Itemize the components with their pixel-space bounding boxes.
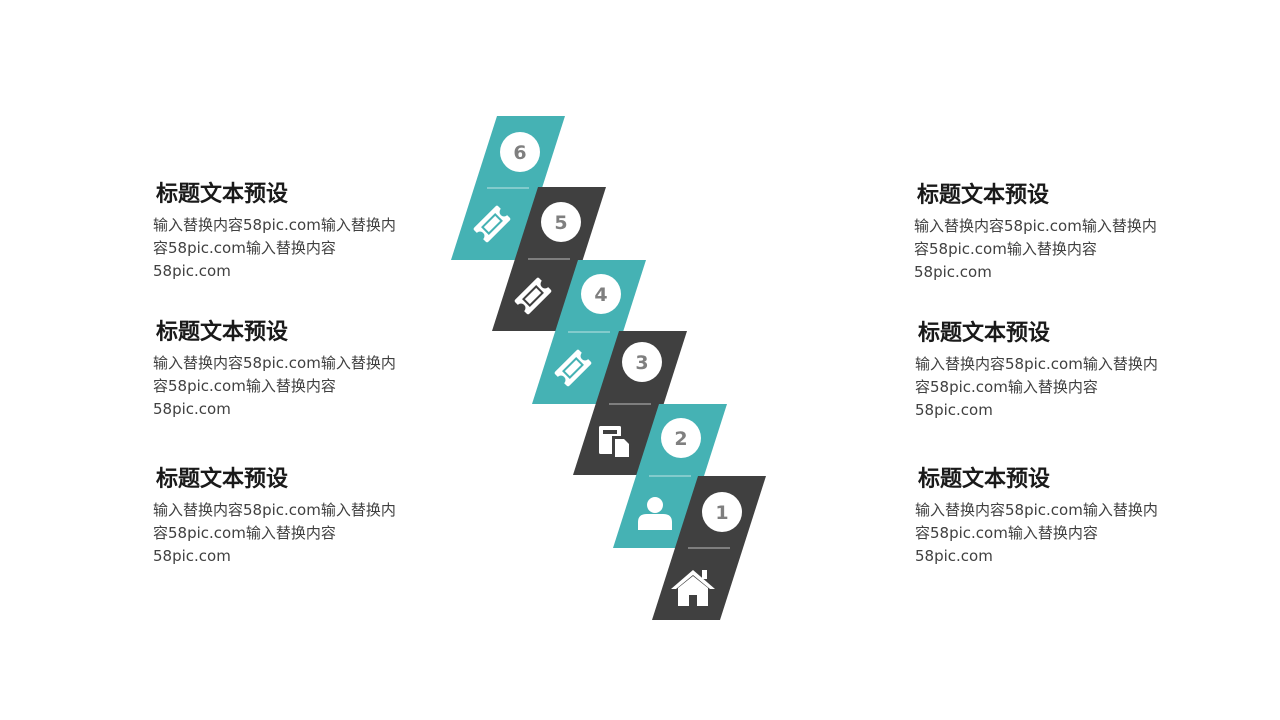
step-3-number: 3 xyxy=(635,352,648,374)
block-title: 标题文本预设 xyxy=(156,182,289,207)
home-icon xyxy=(671,570,715,606)
block-body: 输入替换内容58pic.com输入替换内容58pic.com输入替换内容58pi… xyxy=(153,354,396,418)
step-2-number: 2 xyxy=(674,428,687,450)
left-text-block-2: 标题文本预设 输入替换内容58pic.com输入替换内容58pic.com输入替… xyxy=(153,318,403,421)
step-6-badge xyxy=(500,132,540,172)
user-icon xyxy=(638,497,672,530)
step-1-number: 1 xyxy=(715,502,728,524)
step-4-number: 4 xyxy=(594,284,607,306)
step-1-badge xyxy=(702,492,742,532)
step-3: 3 xyxy=(573,331,687,475)
right-text-block-1: 标题文本预设 输入替换内容58pic.com输入替换内容58pic.com输入替… xyxy=(914,181,1164,284)
step-2: 2 xyxy=(613,404,727,548)
step-2-badge xyxy=(661,418,701,458)
step-6: 6 xyxy=(451,116,565,260)
step-5-number: 5 xyxy=(554,212,567,234)
block-body: 输入替换内容58pic.com输入替换内容58pic.com输入替换内容58pi… xyxy=(915,355,1158,419)
document-icon xyxy=(599,426,632,460)
step-3-badge xyxy=(622,342,662,382)
block-title: 标题文本预设 xyxy=(918,467,1051,492)
block-title: 标题文本预设 xyxy=(156,320,289,345)
block-title: 标题文本预设 xyxy=(917,183,1050,208)
step-4: 4 xyxy=(532,260,646,404)
right-text-block-3: 标题文本预设 输入替换内容58pic.com输入替换内容58pic.com输入替… xyxy=(915,465,1165,568)
left-text-block-1: 标题文本预设 输入替换内容58pic.com输入替换内容58pic.com输入替… xyxy=(153,180,403,283)
step-5: 5 xyxy=(492,187,606,331)
step-5-badge xyxy=(541,202,581,242)
block-body: 输入替换内容58pic.com输入替换内容58pic.com输入替换内容58pi… xyxy=(915,501,1158,565)
block-body: 输入替换内容58pic.com输入替换内容58pic.com输入替换内容58pi… xyxy=(914,217,1157,281)
right-text-block-2: 标题文本预设 输入替换内容58pic.com输入替换内容58pic.com输入替… xyxy=(915,319,1165,422)
left-text-block-3: 标题文本预设 输入替换内容58pic.com输入替换内容58pic.com输入替… xyxy=(153,465,403,568)
block-body: 输入替换内容58pic.com输入替换内容58pic.com输入替换内容58pi… xyxy=(153,501,396,565)
step-1: 1 xyxy=(652,476,766,620)
block-body: 输入替换内容58pic.com输入替换内容58pic.com输入替换内容58pi… xyxy=(153,216,396,280)
step-4-badge xyxy=(581,274,621,314)
step-6-number: 6 xyxy=(513,142,526,164)
block-title: 标题文本预设 xyxy=(918,321,1051,346)
block-title: 标题文本预设 xyxy=(156,467,289,492)
